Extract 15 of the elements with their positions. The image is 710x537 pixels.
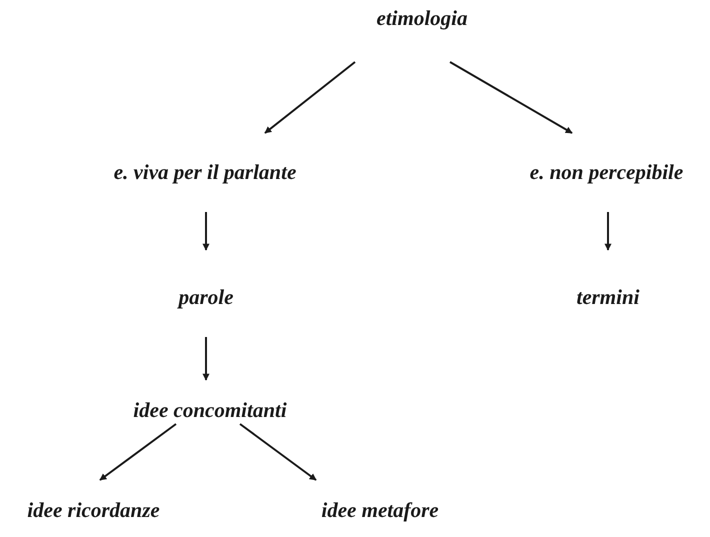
arrow <box>604 212 612 251</box>
node-label: idee concomitanti <box>132 397 288 423</box>
arrow <box>450 61 573 134</box>
arrow <box>99 423 177 481</box>
node-label: termini <box>575 284 640 310</box>
node-label: etimologia <box>376 5 468 31</box>
arrow <box>202 212 210 251</box>
node-label: idee metafore <box>320 497 440 523</box>
node-label: e. non percepibile <box>528 159 684 185</box>
arrow <box>264 61 356 134</box>
node-label: parole <box>176 284 234 310</box>
arrow <box>239 423 317 481</box>
arrow <box>202 337 210 381</box>
node-label: e. viva per il parlante <box>112 159 298 185</box>
node-label: idee ricordanze <box>26 497 161 523</box>
